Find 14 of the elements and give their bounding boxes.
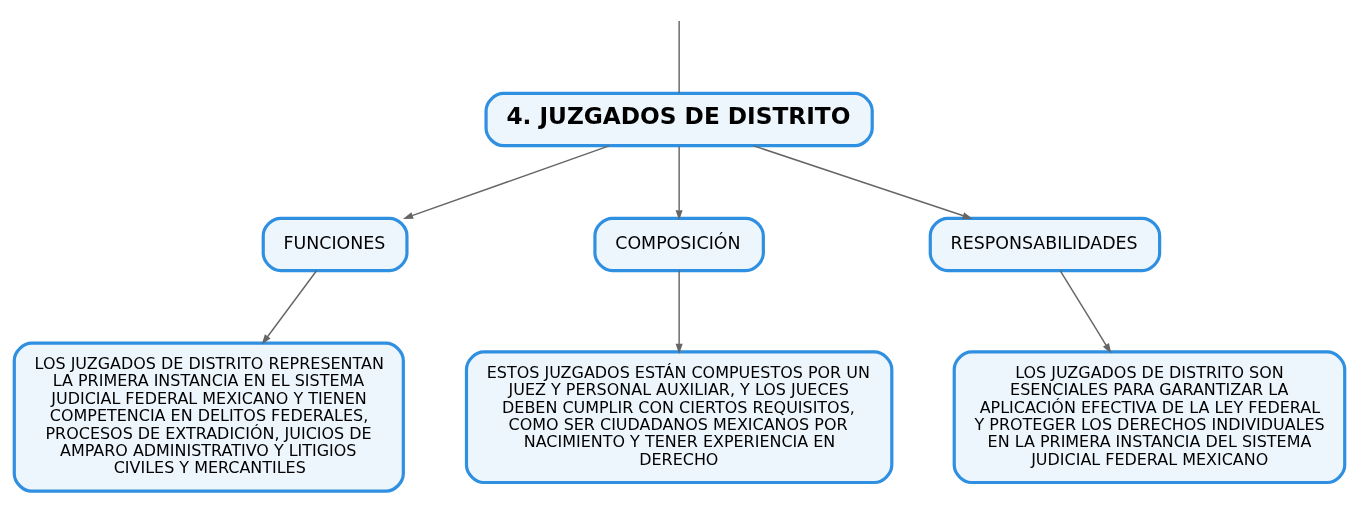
node-box: LOS JUZGADOS DE DISTRITO SON ESENCIALES PARA GARANTIZAR LA APLICACIÓN EFECTIVA DE LA LEY FEDERAL Y PROTEGER LOS DERECHOS INDIVIDUALES EN LA PRIMERA INSTANCIA DEL SISTEMA JUDICIAL FEDERAL MEXICANO [952, 350, 1347, 485]
node-box: COMPOSICIÓN [593, 216, 765, 273]
arrow [675, 269, 683, 354]
arrow [675, 145, 683, 221]
arrow [261, 269, 318, 345]
node-box: RESPONSABILIDADES [928, 216, 1162, 273]
arrow [1059, 269, 1112, 354]
node-box: FUNCIONES [261, 216, 409, 273]
connector [678, 20, 680, 94]
node-box: 4. JUZGADOS DE DISTRITO [484, 91, 874, 148]
node-box: LOS JUZGADOS DE DISTRITO REPRESENTAN LA PRIMERA INSTANCIA EN EL SISTEMA JUDICIAL FEDERAL MEXICANO Y TIENEN COMPETENCIA EN DELITOS FEDERALES, PROCESOS DE EXTRADICIÓN, JUICIOS DE AMPARO ADMINISTRATIVO Y LITIGIOS CIVILES Y MERCANTILES [12, 341, 405, 493]
arrow [402, 145, 610, 219]
arrow [752, 145, 973, 220]
node-box: ESTOS JUZGADOS ESTÁN COMPUESTOS POR UN JUEZ Y PERSONAL AUXILIAR, Y LOS JUECES DEBEN CUMPLIR CON CIERTOS REQUISITOS, COMO SER CIUDADANOS MEXICANOS POR NACIMIENTO Y TENER EXPERIENCIA EN DERECHO [464, 350, 894, 485]
